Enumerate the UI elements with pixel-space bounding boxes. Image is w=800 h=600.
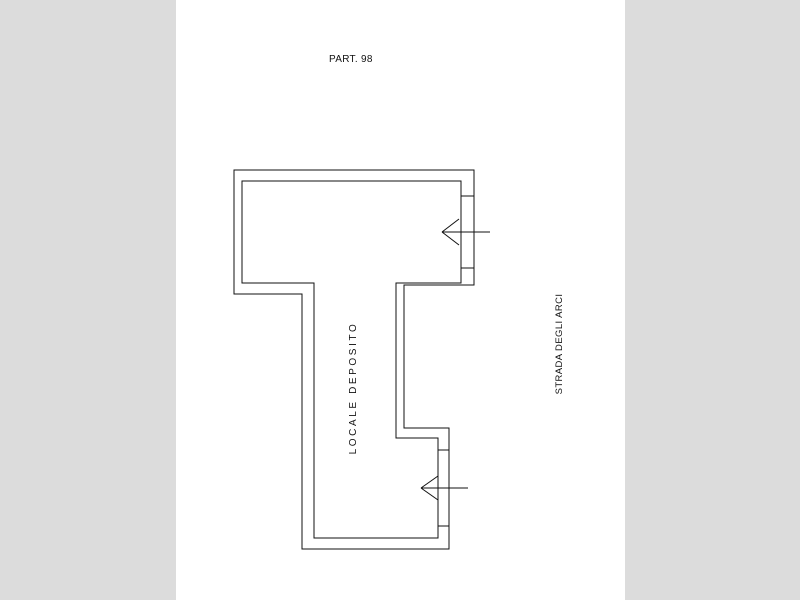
part-number-label: PART. 98 xyxy=(329,54,373,65)
inner-wall xyxy=(241,180,462,539)
drawing-sheet: PART. 98 xyxy=(176,0,625,600)
floor-plan: LOCALE DEPOSITO STRADA DEGLI ARCI xyxy=(233,169,565,550)
upper-door xyxy=(461,195,474,269)
upper-entrance-arrow-icon xyxy=(441,218,490,246)
room-label: LOCALE DEPOSITO xyxy=(348,322,359,455)
outer-wall xyxy=(233,169,475,550)
lower-entrance-arrow-icon xyxy=(420,475,468,501)
street-label: STRADA DEGLI ARCI xyxy=(554,294,565,395)
lower-door xyxy=(438,449,449,527)
